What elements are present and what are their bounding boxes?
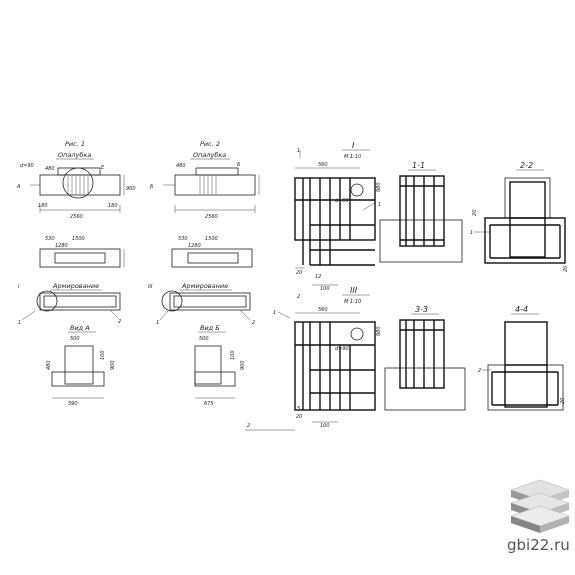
det2-h: 980	[376, 326, 382, 336]
sec22-b: 20	[472, 210, 478, 216]
det1-cut-1: 1	[297, 148, 300, 154]
section-1-1: 1-1	[379, 161, 463, 263]
plan1-dim-a: 530	[45, 236, 55, 242]
vid-a-h1: 100	[100, 350, 106, 360]
det1-h: 980	[376, 182, 382, 192]
detail-3: III М 1:10 560 2 d=90 980 1 20 5 100 2	[245, 286, 382, 431]
fig1-side-dim: 180	[38, 203, 48, 209]
fig1-subtitle: Опалубка	[58, 151, 91, 159]
det2-mark: III	[350, 286, 358, 295]
detail-1: I М 1:10 560 1 d=90 980 1 20 12 100	[294, 141, 382, 292]
stacked-slabs-icon	[510, 479, 570, 533]
reinf1: I Армирование 1 2	[18, 282, 121, 326]
section-4-4: 4-4 2 20	[478, 305, 566, 411]
section-3-3: 3-3	[384, 305, 466, 411]
fig2-title: Рис. 2	[200, 140, 220, 148]
sec22-a: 20	[563, 266, 569, 272]
plan1-dim-c: 1280	[55, 243, 68, 249]
det2-scale: М 1:10	[344, 299, 361, 305]
det1-b3: 12	[315, 274, 321, 280]
vid-a-w: 590	[68, 401, 78, 407]
plan2-dim-c: 1280	[188, 243, 201, 249]
reinf1-mark: I	[18, 284, 20, 290]
vid-a: Вид А 500 480 100 900 590	[46, 324, 116, 407]
section-4-4-label: 4-4	[515, 305, 528, 314]
det2-dia: d=90	[335, 346, 349, 352]
vid-b-label: Вид Б	[200, 324, 220, 332]
watermark-text: gbi22.ru	[507, 536, 570, 554]
callout-7: 2	[247, 423, 250, 429]
fig2-top-dim: 480	[176, 163, 186, 169]
reinf2: III Армирование 1 2	[148, 282, 255, 326]
vid-b-w: 675	[204, 401, 214, 407]
fig1-total-dim: 2560	[70, 214, 83, 220]
det1-mark: I	[352, 141, 355, 150]
callout-8: 1	[470, 230, 473, 236]
det1-w: 560	[318, 162, 328, 168]
det1-scale: М 1:10	[344, 154, 361, 160]
reinf2-title: Армирование	[181, 282, 228, 290]
section-2-2: 2-2 1 20 20	[470, 161, 569, 272]
det1-b2: 100	[320, 286, 330, 292]
det2-w: 560	[318, 307, 328, 313]
fig2-section-letter: Б	[150, 184, 154, 190]
callout-2: 2	[118, 319, 121, 325]
fig1-formwork: Рис. 1 Опалубка d=90 480 Е А 900 180 180…	[16, 140, 136, 220]
fig1-base-dim: 180	[108, 203, 118, 209]
fig1-dia: d=90	[20, 163, 34, 169]
callout-9: 2	[478, 368, 481, 374]
fig1-top-dim: 480	[45, 166, 55, 172]
plan2-dim-a: 530	[178, 236, 188, 242]
det2-cut-2: 2	[297, 294, 300, 300]
fig2-formwork: Рис. 2 Опалубка 480 Б Б 2560	[150, 140, 260, 220]
vid-a-label: Вид А	[70, 324, 90, 332]
callout-6: 1	[273, 310, 276, 316]
fig2-marker: Б	[237, 162, 241, 168]
fig1-plan: 530 1500 1280	[39, 236, 125, 268]
callout-4: 2	[252, 320, 255, 326]
fig2-subtitle: Опалубка	[193, 151, 226, 159]
plan1-dim-b: 1500	[72, 236, 85, 242]
fig1-section-letter: А	[16, 184, 21, 190]
section-1-1-label: 1-1	[412, 161, 425, 170]
vid-a-h2: 900	[110, 360, 116, 370]
vid-b: Вид Б 500 100 900 675	[194, 324, 246, 407]
plan2-dim-b: 1500	[205, 236, 218, 242]
vid-b-h2: 900	[240, 360, 246, 370]
fig2-total-dim: 2560	[205, 214, 218, 220]
reinf1-title: Армирование	[52, 282, 99, 290]
callout-3: 1	[156, 320, 159, 326]
section-3-3-label: 3-3	[415, 305, 428, 314]
vid-a-top: 500	[70, 336, 80, 342]
sec44-a: 20	[560, 398, 566, 404]
reinf2-mark: III	[148, 284, 153, 290]
det1-b1: 20	[296, 270, 302, 276]
fig1-title: Рис. 1	[65, 140, 85, 148]
det1-dia: d=90	[335, 198, 349, 204]
det2-b1: 20	[296, 414, 302, 420]
fig2-plan: 530 1500 1280	[171, 236, 253, 268]
section-2-2-label: 2-2	[520, 161, 533, 170]
fig1-h-dim: 900	[126, 186, 136, 192]
vid-b-h1: 100	[230, 350, 236, 360]
vid-a-h3: 480	[46, 360, 52, 370]
det2-b3: 5	[297, 406, 300, 412]
callout-5: 1	[378, 202, 381, 208]
det2-b2: 100	[320, 423, 330, 429]
callout-1: 1	[18, 320, 21, 326]
fig1-marker: Е	[101, 165, 105, 171]
vid-b-top: 500	[199, 336, 209, 342]
